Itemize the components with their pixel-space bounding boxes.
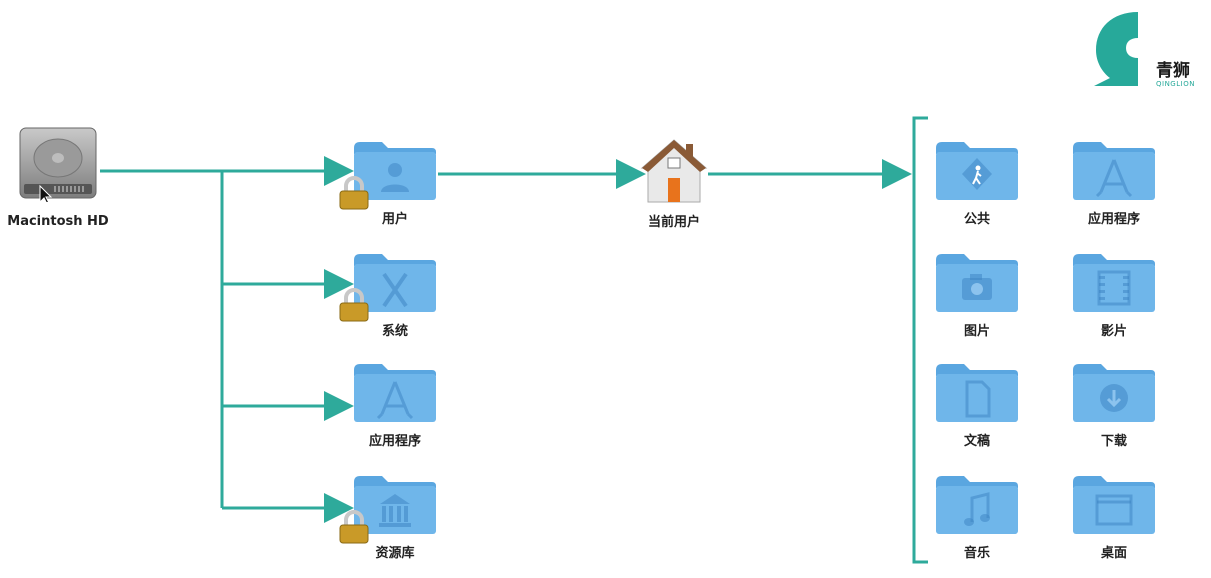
folder-label: 下载	[1100, 434, 1128, 449]
folder-music[interactable]	[934, 474, 1020, 536]
bracket	[912, 116, 928, 564]
folder-public[interactable]	[934, 140, 1020, 202]
folder-label: 音乐	[963, 546, 991, 561]
film-strip-icon	[1097, 270, 1131, 306]
folder-label: 应用程序	[1087, 212, 1141, 227]
folder-icon	[936, 476, 1018, 534]
folder-pictures[interactable]	[934, 252, 1020, 314]
folder-label: 影片	[1100, 324, 1128, 339]
x-letter-icon	[382, 272, 408, 308]
home-label: 当前用户	[647, 215, 701, 230]
folder-applications[interactable]	[1071, 140, 1157, 202]
lock-icon	[339, 510, 369, 544]
folder-users[interactable]	[352, 140, 438, 202]
folder-downloads[interactable]	[1071, 362, 1157, 424]
drive-label: Macintosh HD	[7, 214, 109, 229]
library-columns-icon	[379, 494, 411, 527]
download-arrow-icon	[1100, 384, 1128, 412]
walking-person-icon	[962, 158, 992, 190]
document-icon	[965, 380, 991, 418]
app-store-a-icon	[1095, 159, 1133, 198]
folder-icon	[1073, 476, 1155, 534]
camera-icon	[962, 274, 992, 300]
folder-label: 应用程序	[368, 434, 422, 449]
folder-applications[interactable]	[352, 362, 438, 424]
folder-label: 公共	[963, 212, 991, 227]
folder-system[interactable]	[352, 252, 438, 314]
folder-icon	[936, 364, 1018, 422]
music-note-icon	[964, 492, 990, 526]
logo-text-en: QINGLION	[1156, 80, 1195, 88]
folder-movies[interactable]	[1071, 252, 1157, 314]
folder-label: 文稿	[963, 434, 991, 449]
folder-desktop[interactable]	[1071, 474, 1157, 536]
hard-drive-icon	[19, 127, 97, 205]
folder-icon	[354, 364, 436, 422]
folder-label: 用户	[381, 212, 409, 227]
folder-icon	[1073, 142, 1155, 200]
folder-icon	[354, 142, 436, 200]
lock-badge	[338, 288, 370, 322]
lock-badge	[338, 510, 370, 544]
folder-library[interactable]	[352, 474, 438, 536]
logo-text-cn: 青狮	[1156, 61, 1190, 81]
lock-icon	[339, 288, 369, 322]
folder-label: 桌面	[1100, 546, 1128, 561]
lock-badge	[338, 176, 370, 210]
folder-icon	[354, 254, 436, 312]
macintosh-hd-drive[interactable]	[18, 126, 98, 205]
folder-documents[interactable]	[934, 362, 1020, 424]
folder-icon	[936, 254, 1018, 312]
qinglion-logo	[1092, 10, 1142, 88]
desktop-window-icon	[1095, 494, 1133, 526]
folder-label: 资源库	[375, 546, 415, 561]
folder-icon	[1073, 364, 1155, 422]
user-silhouette-icon	[381, 163, 409, 192]
house-icon	[640, 139, 708, 203]
folder-icon	[354, 476, 436, 534]
home-folder[interactable]	[640, 138, 708, 204]
folder-label: 图片	[963, 324, 991, 339]
app-store-a-icon	[376, 381, 414, 420]
folder-icon	[1073, 254, 1155, 312]
qinglion-logo-icon	[1094, 12, 1138, 86]
folder-label: 系统	[381, 324, 409, 339]
folder-icon	[936, 142, 1018, 200]
lock-icon	[339, 176, 369, 210]
